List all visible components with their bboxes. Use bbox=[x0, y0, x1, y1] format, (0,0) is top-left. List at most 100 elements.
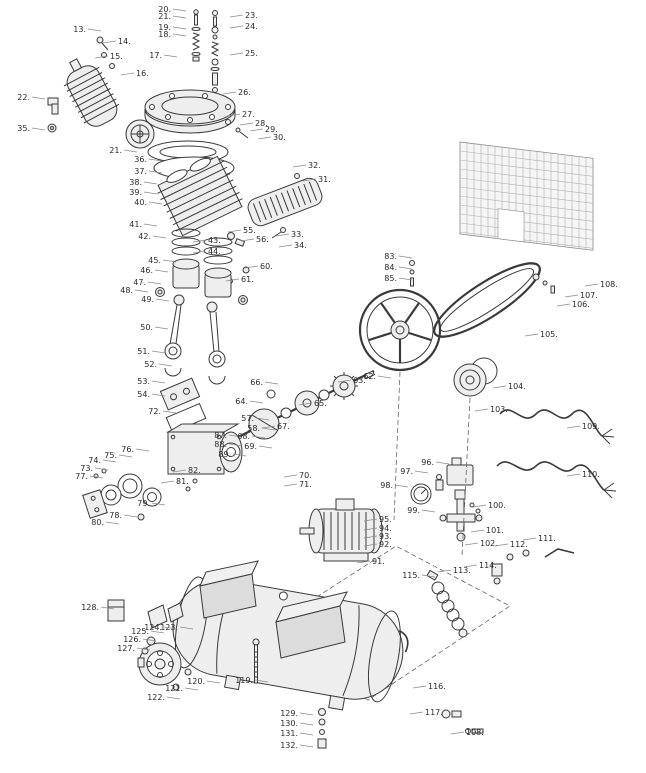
finned-cover bbox=[247, 177, 323, 227]
part-callout-45: 45. bbox=[148, 256, 161, 265]
callout-leader bbox=[363, 535, 378, 539]
part-callout-75: 75. bbox=[104, 451, 117, 460]
callout-leader bbox=[222, 91, 237, 95]
callout-leader bbox=[409, 711, 424, 715]
tank-brackets bbox=[199, 560, 348, 659]
callout-leader bbox=[398, 255, 413, 259]
callout-leader bbox=[254, 679, 269, 683]
part-callout-113: 113. bbox=[453, 566, 471, 575]
part-callout-44: 44. bbox=[208, 247, 221, 256]
callout-leader bbox=[148, 201, 163, 205]
part-callout-132: 132. bbox=[280, 741, 298, 750]
callout-leader bbox=[450, 731, 465, 735]
part-callout-51: 51. bbox=[137, 347, 150, 356]
outlet-fittings bbox=[491, 548, 575, 585]
callout-leader bbox=[172, 33, 187, 37]
fin-block-hardware bbox=[532, 273, 555, 294]
part-callout-129: 129. bbox=[280, 709, 298, 718]
part-callout-37: 37. bbox=[134, 167, 147, 176]
part-callout-40: 40. bbox=[134, 198, 147, 207]
callout-leader bbox=[435, 461, 450, 465]
part-callout-65: 65. bbox=[314, 399, 327, 408]
part-callout-26: 26. bbox=[238, 88, 251, 97]
part-callout-48: 48. bbox=[120, 286, 133, 295]
callout-leader bbox=[249, 400, 264, 404]
part-callout-15: 15. bbox=[110, 52, 123, 61]
part-callout-98: 98. bbox=[380, 481, 393, 490]
part-callout-88: 88. bbox=[214, 440, 227, 449]
part-callout-21: 21. bbox=[158, 12, 171, 21]
callout-leader bbox=[464, 542, 479, 546]
part-callout-38: 38. bbox=[129, 178, 142, 187]
callout-leader bbox=[302, 178, 317, 182]
part-callout-74: 74. bbox=[88, 456, 101, 465]
part-callout-69: 69. bbox=[244, 442, 257, 451]
part-callout-55: 55. bbox=[243, 226, 256, 235]
part-callout-36: 36. bbox=[134, 155, 147, 164]
part-callout-115: 115. bbox=[402, 571, 420, 580]
part-callout-17: 17. bbox=[149, 51, 162, 60]
part-callout-62: 62. bbox=[363, 372, 376, 381]
part-callout-117: 117. bbox=[425, 708, 443, 717]
callout-leader bbox=[363, 527, 378, 531]
callout-leader bbox=[412, 685, 427, 689]
callout-leader bbox=[257, 136, 272, 140]
callout-leader bbox=[566, 473, 581, 477]
part-callout-109: 109. bbox=[582, 422, 600, 431]
callout-leader bbox=[172, 469, 187, 473]
callout-leader bbox=[564, 294, 579, 298]
callout-leader bbox=[239, 122, 254, 126]
callout-leader bbox=[299, 732, 314, 736]
accessory-parts bbox=[107, 599, 184, 668]
part-callout-106: 106. bbox=[572, 300, 590, 309]
head-bolts bbox=[225, 119, 249, 139]
callout-leader bbox=[154, 326, 169, 330]
crankshaft bbox=[237, 370, 376, 440]
callout-leader bbox=[337, 379, 352, 383]
part-callout-94: 94. bbox=[379, 524, 392, 533]
cylinder-block bbox=[157, 155, 243, 237]
callout-leader bbox=[229, 25, 244, 29]
callout-leader bbox=[151, 393, 166, 397]
callout-leader bbox=[298, 402, 313, 406]
callout-leader bbox=[255, 417, 270, 421]
callout-leader bbox=[158, 363, 173, 367]
fin-grid bbox=[460, 142, 593, 250]
part-callout-43: 43. bbox=[208, 236, 221, 245]
callout-leader bbox=[172, 26, 187, 30]
callout-leader bbox=[283, 474, 298, 478]
callout-leader bbox=[151, 380, 166, 384]
part-callout-81: 81. bbox=[176, 477, 189, 486]
part-callout-19: 19. bbox=[158, 23, 171, 32]
callout-leader bbox=[152, 235, 167, 239]
callout-leader bbox=[123, 514, 138, 518]
part-callout-110: 110. bbox=[582, 470, 600, 479]
part-callout-91: 91. bbox=[372, 557, 385, 566]
callout-leader bbox=[229, 52, 244, 56]
part-callout-76: 76. bbox=[121, 445, 134, 454]
callout-leader bbox=[228, 434, 243, 438]
callout-leader bbox=[155, 298, 170, 302]
callout-leader bbox=[292, 164, 307, 168]
callout-leader bbox=[31, 127, 46, 131]
part-callout-63: 63. bbox=[353, 376, 366, 385]
part-callout-54: 54. bbox=[137, 390, 150, 399]
callout-leader bbox=[494, 543, 509, 547]
part-callout-41: 41. bbox=[129, 220, 142, 229]
part-callout-105: 105. bbox=[540, 330, 558, 339]
part-callout-108: 108. bbox=[466, 728, 484, 737]
pistons bbox=[155, 258, 248, 305]
v-belt bbox=[433, 262, 541, 338]
callout-leader bbox=[226, 113, 241, 117]
part-callout-102: 102. bbox=[480, 539, 498, 548]
part-callout-25: 25. bbox=[245, 49, 258, 58]
anchor-bolt bbox=[252, 638, 260, 684]
callout-leader bbox=[105, 521, 120, 525]
electric-motor bbox=[299, 498, 383, 562]
callout-leader bbox=[162, 410, 177, 414]
callout-leader bbox=[135, 448, 150, 452]
callout-leader bbox=[244, 265, 259, 269]
callout-leader bbox=[414, 470, 429, 474]
